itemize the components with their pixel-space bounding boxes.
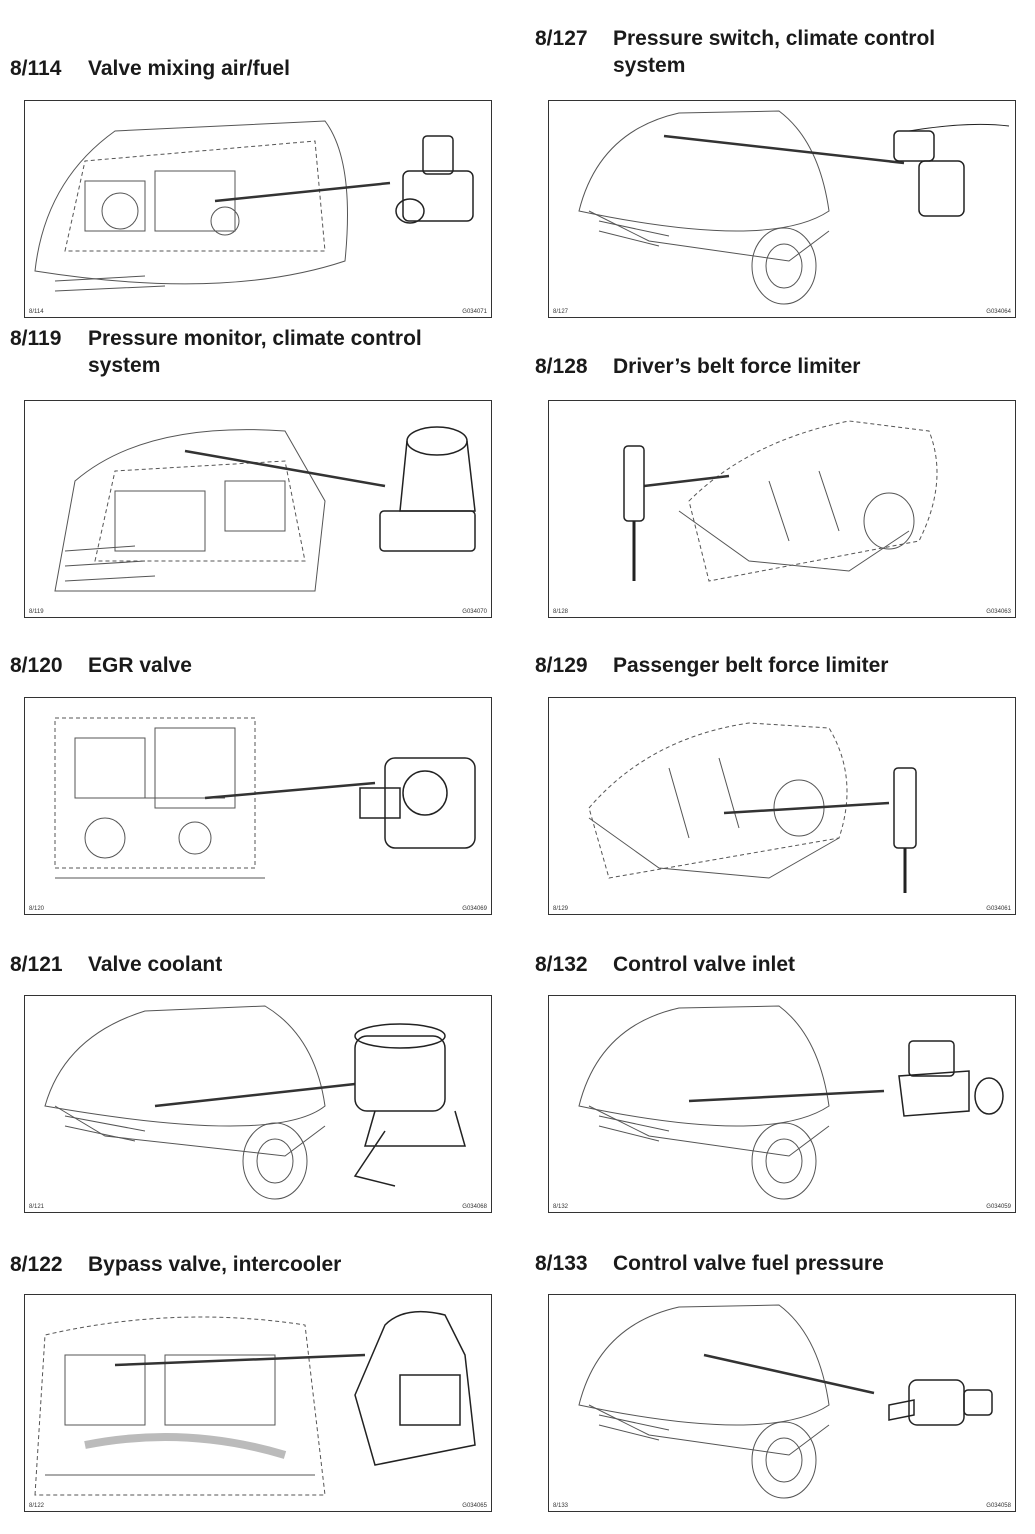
figure-code: 8/114 <box>29 309 44 315</box>
entry-title: Valve coolant <box>88 953 223 976</box>
figure-id: G034070 <box>462 609 487 615</box>
figure-car-front: 8/132 G034059 <box>548 995 1016 1213</box>
entry-code: 8/128 <box>535 355 588 378</box>
entry-code: 8/133 <box>535 1252 588 1275</box>
car-front-illustration <box>44 1005 466 1200</box>
engine-illustration <box>54 717 476 879</box>
figure-id: G034058 <box>986 1503 1011 1509</box>
entry-code: 8/132 <box>535 953 588 976</box>
figure-id: G034065 <box>462 1503 487 1509</box>
car-interior-illustration <box>588 722 917 893</box>
entry-code: 8/119 <box>10 327 62 350</box>
figure-engine-bay: 8/114 G034071 <box>24 100 492 318</box>
entry-code: 8/122 <box>10 1253 63 1276</box>
entry-code: 8/120 <box>10 654 63 677</box>
figure-code: 8/133 <box>553 1503 569 1509</box>
entry-title: Control valve inlet <box>613 953 796 976</box>
figure-engine-bay: 8/122 G034065 <box>24 1294 492 1512</box>
figure-code: 8/128 <box>553 609 569 615</box>
figure-code: 8/120 <box>29 906 45 912</box>
figure-code: 8/127 <box>553 309 569 315</box>
car-interior-illustration <box>623 420 938 582</box>
car-front-illustration <box>578 1304 993 1499</box>
figure-code: 8/132 <box>553 1204 569 1210</box>
entry-title: Pressure switch, climate control system <box>613 27 936 77</box>
figure-engine: 8/120 G034069 <box>24 697 492 915</box>
entry-title: Control valve fuel pressure <box>613 1252 884 1275</box>
figure-car-front: 8/133 G034058 <box>548 1294 1016 1512</box>
figure-code: 8/122 <box>29 1503 45 1509</box>
figure-id: G034069 <box>462 906 487 912</box>
car-front-illustration <box>578 110 1010 305</box>
figure-id: G034063 <box>986 609 1011 615</box>
figure-id: G034059 <box>986 1204 1011 1210</box>
entry-title: Pressure monitor, climate control system <box>88 327 422 377</box>
entry-code: 8/127 <box>535 27 588 50</box>
engine-bay-illustration <box>34 1310 476 1496</box>
figure-code: 8/121 <box>29 1204 45 1210</box>
entry-code: 8/129 <box>535 654 588 677</box>
figure-id: G034068 <box>462 1204 487 1210</box>
figure-id: G034064 <box>986 309 1011 315</box>
engine-bay-illustration <box>34 120 474 292</box>
figure-car-front: 8/127 G034064 <box>548 100 1016 318</box>
engine-bay-illustration <box>54 426 476 592</box>
figure-car-interior: 8/129 G034061 <box>548 697 1016 915</box>
figure-id: G034071 <box>462 309 487 315</box>
car-front-illustration <box>578 1005 1004 1200</box>
figure-engine-bay: 8/119 G034070 <box>24 400 492 618</box>
entry-title: EGR valve <box>88 654 192 677</box>
figure-id: G034061 <box>986 906 1011 912</box>
entry-title: Passenger belt force limiter <box>613 654 889 677</box>
figure-code: 8/119 <box>29 609 44 615</box>
entry-code: 8/114 <box>10 57 62 80</box>
figure-car-interior: 8/128 G034063 <box>548 400 1016 618</box>
entry-code: 8/121 <box>10 953 63 976</box>
entry-title: Driver’s belt force limiter <box>613 355 861 378</box>
figure-code: 8/129 <box>553 906 569 912</box>
entry-title: Bypass valve, intercooler <box>88 1253 342 1276</box>
figure-car-front: 8/121 G034068 <box>24 995 492 1213</box>
entry-title: Valve mixing air/fuel <box>88 57 290 80</box>
